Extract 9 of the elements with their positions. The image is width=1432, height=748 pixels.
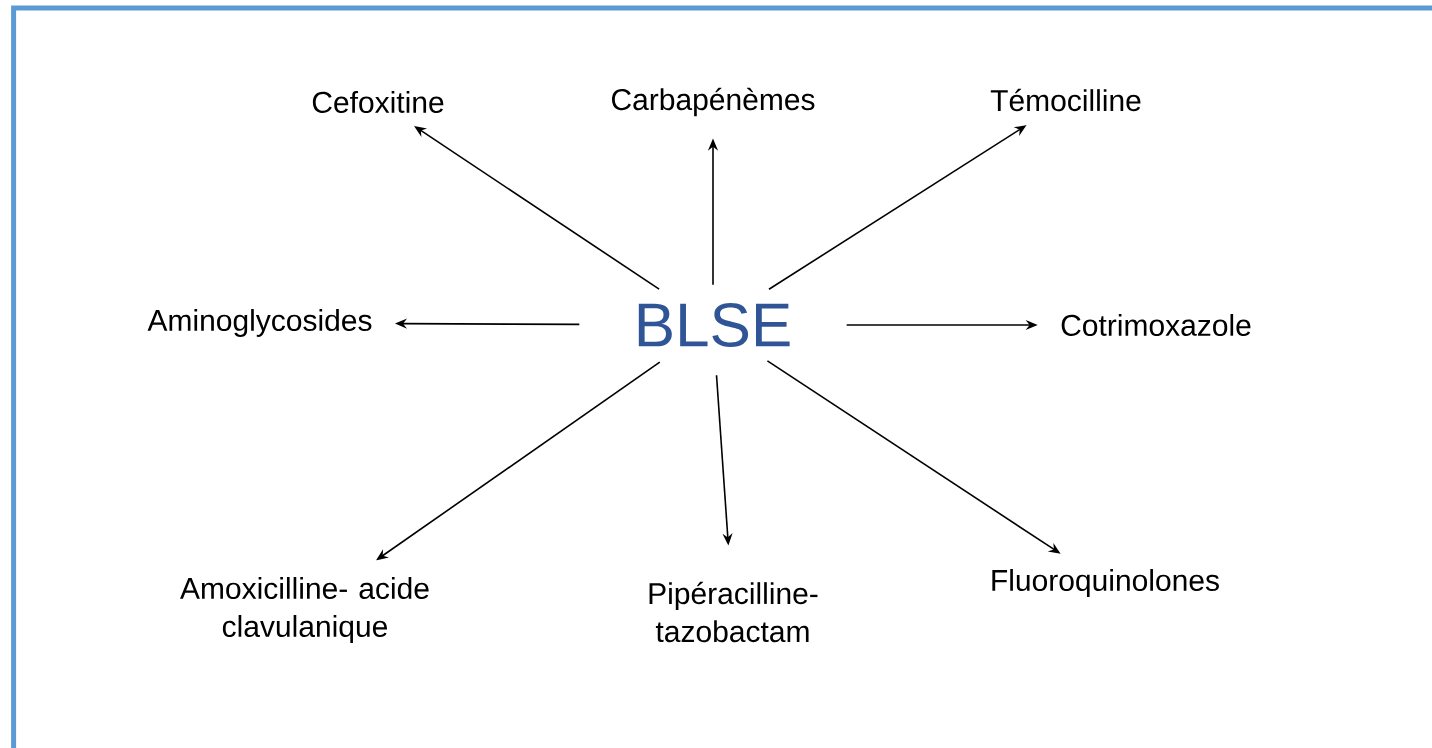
drug-label: Témocilline xyxy=(990,88,1141,112)
drug-label: Aminoglycosides xyxy=(147,309,372,337)
drug-label: Pipéracilline- tazobactam xyxy=(649,581,818,643)
drug-label: Cefoxitine xyxy=(312,91,444,113)
drug-label: Amoxicilline- acide clavulanique xyxy=(180,577,429,643)
drug-label: Fluoroquinolones xyxy=(992,569,1219,597)
center-label: BLSE xyxy=(638,303,790,347)
drug-label: Cotrimoxazole xyxy=(1061,314,1251,336)
drug-label: Carbapénèmes xyxy=(612,87,815,117)
